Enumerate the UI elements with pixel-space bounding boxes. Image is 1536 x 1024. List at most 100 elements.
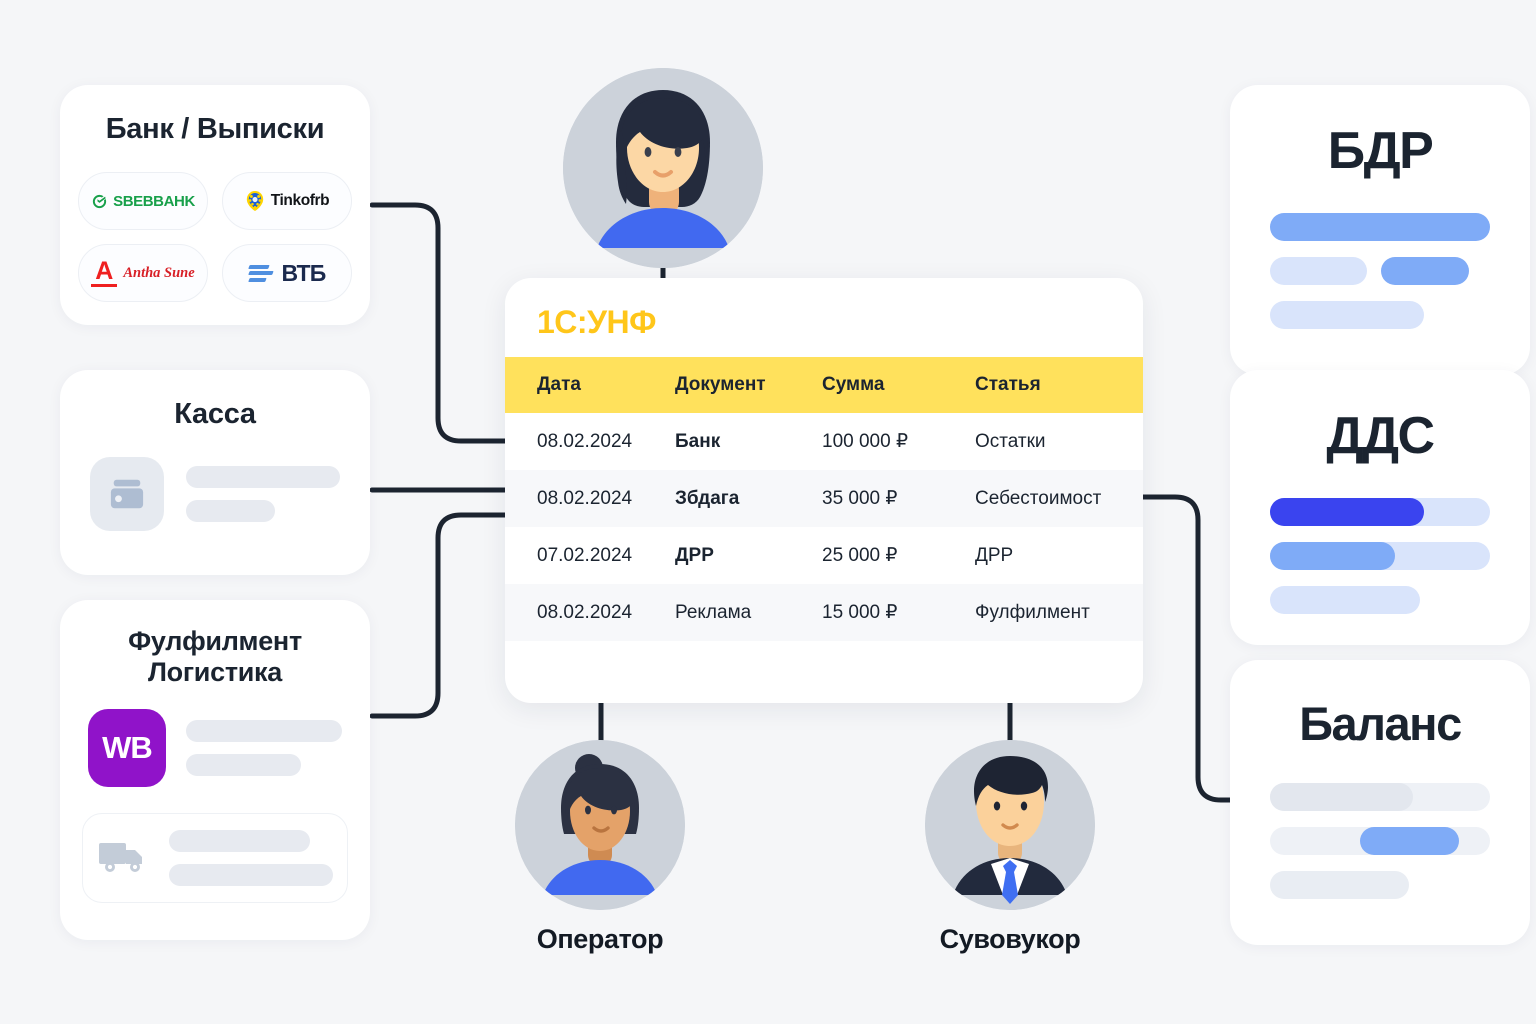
- table-row[interactable]: 08.02.2024 Банк 100 000 ₽ Остатки: [505, 413, 1143, 470]
- placeholder-bar: [186, 500, 276, 522]
- placeholder-bar: [169, 830, 311, 852]
- report-bar: [1270, 257, 1367, 285]
- report-card-balance[interactable]: Баланс: [1230, 660, 1530, 945]
- wildberries-placeholder-list: [186, 720, 342, 776]
- tinkoff-icon: [245, 190, 265, 212]
- fulfilment-card-title: Фулфилмент Логистика: [60, 626, 370, 687]
- woman-long-hair-avatar: [563, 68, 763, 268]
- kassa-content-row: [60, 457, 370, 531]
- bank-logo-grid: SBEBBAHK Tinkofrb: [60, 172, 370, 302]
- source-card-bank: Банк / Выписки SBEBBAHK: [60, 85, 370, 325]
- cell-article: Остатки: [975, 430, 1046, 452]
- report-bar-track: [1270, 498, 1490, 526]
- placeholder-bar: [186, 720, 342, 742]
- report-title-dds: ДДС: [1326, 407, 1435, 465]
- kassa-placeholder-list: [186, 466, 340, 522]
- column-header-amount: Сумма: [822, 374, 885, 395]
- report-title-bdr: БДР: [1327, 122, 1434, 180]
- cell-document: ДРР: [675, 544, 714, 566]
- report-bar: [1270, 213, 1490, 241]
- cell-amount: 100 000 ₽: [822, 431, 909, 452]
- bank-card-title: Банк / Выписки: [105, 113, 325, 145]
- report-bars-bdr: [1230, 213, 1530, 329]
- wildberries-row: WB: [60, 709, 370, 787]
- report-bar-track: [1270, 827, 1490, 855]
- man-suit-avatar: [925, 740, 1095, 910]
- report-bar-track: [1270, 542, 1490, 570]
- avatar-top-person: [563, 68, 763, 268]
- report-bar-pair: [1270, 257, 1490, 285]
- sberbank-logo-chip[interactable]: SBEBBAHK: [78, 172, 208, 230]
- connector-app-to-reports: [1140, 494, 1235, 803]
- cell-document: Збдага: [675, 487, 740, 509]
- alfabank-underline: [91, 284, 118, 287]
- connector-fulfilment-to-app: [369, 512, 508, 719]
- report-bar: [1270, 301, 1424, 329]
- alfabank-logo-chip[interactable]: A Antha Sune: [78, 244, 208, 302]
- report-bars-balance: [1230, 783, 1530, 899]
- table-header-row: Дата Документ Сумма Статья: [505, 357, 1143, 413]
- report-card-bdr[interactable]: БДР: [1230, 85, 1530, 375]
- report-title-balance: Баланс: [1299, 697, 1462, 750]
- source-card-fulfilment: Фулфилмент Логистика WB: [60, 600, 370, 940]
- vtb-icon: [247, 264, 274, 282]
- column-header-date: Дата: [537, 374, 581, 395]
- cell-document: Реклама: [675, 601, 752, 623]
- cell-article: Фулфилмент: [975, 601, 1090, 623]
- column-header-document: Документ: [675, 374, 766, 395]
- tinkoff-logo-chip[interactable]: Tinkofrb: [222, 172, 352, 230]
- report-card-dds[interactable]: ДДС: [1230, 370, 1530, 645]
- cell-amount: 15 000 ₽: [822, 602, 898, 623]
- avatar-operator-label: Оператор: [536, 924, 664, 954]
- table-row[interactable]: 08.02.2024 Реклама 15 000 ₽ Фулфилмент: [505, 584, 1143, 641]
- report-bar-fill: [1270, 783, 1413, 811]
- fulfilment-title-line1: Фулфилмент: [128, 626, 302, 656]
- report-bar: [1270, 871, 1409, 899]
- sberbank-logo-text: SBEBBAHK: [113, 192, 195, 210]
- placeholder-bar: [169, 864, 333, 886]
- report-bar: [1380, 257, 1469, 285]
- cell-article: ДРР: [975, 544, 1014, 566]
- cell-amount: 25 000 ₽: [822, 545, 898, 566]
- connector-bank-to-app: [369, 202, 508, 444]
- report-bar-fill: [1360, 827, 1460, 855]
- report-bar-track: [1270, 783, 1490, 811]
- cell-date: 07.02.2024: [537, 544, 633, 566]
- transactions-table: Дата Документ Сумма Статья 08.02.2024 Ба…: [505, 357, 1143, 641]
- placeholder-bar: [186, 754, 302, 776]
- vtb-logo-text: ВТБ: [281, 259, 327, 286]
- app-window-1c-unf: 1C:УНФ Дата Документ Сумма Статья 08.02.…: [505, 278, 1143, 703]
- report-bar-fill: [1270, 542, 1396, 570]
- app-logo: 1C:УНФ: [537, 304, 656, 340]
- kassa-card-title: Касса: [174, 398, 256, 430]
- column-header-article: Статья: [975, 374, 1041, 395]
- cell-article: Себестоимост: [975, 487, 1102, 509]
- report-bars-dds: [1230, 498, 1530, 614]
- alfabank-icon: A: [95, 256, 114, 285]
- cell-date: 08.02.2024: [537, 430, 633, 452]
- cell-date: 08.02.2024: [537, 601, 633, 623]
- cell-amount: 35 000 ₽: [822, 488, 898, 509]
- wallet-card-icon: [90, 457, 164, 531]
- wildberries-logo[interactable]: WB: [88, 709, 166, 787]
- alfabank-logo-text: Antha Sune: [123, 264, 195, 281]
- table-row[interactable]: 08.02.2024 Збдага 35 000 ₽ Себестоимост: [505, 470, 1143, 527]
- cell-date: 08.02.2024: [537, 487, 633, 509]
- logistics-row: [82, 813, 348, 903]
- tinkoff-logo-text: Tinkofrb: [270, 192, 330, 209]
- woman-bun-avatar: [515, 740, 685, 910]
- logistics-placeholder-list: [169, 830, 333, 886]
- report-bar-fill: [1270, 498, 1424, 526]
- table-row[interactable]: 07.02.2024 ДРР 25 000 ₽ ДРР: [505, 527, 1143, 584]
- source-card-kassa: Касса: [60, 370, 370, 575]
- fulfilment-title-line2: Логистика: [148, 656, 282, 687]
- vtb-logo-chip[interactable]: ВТБ: [222, 244, 352, 302]
- avatar-operator: Оператор: [515, 740, 685, 955]
- sberbank-icon: [91, 193, 108, 210]
- avatar-supervisor-label: Сувовукор: [939, 924, 1081, 954]
- cell-document: Банк: [675, 430, 721, 452]
- report-bar: [1270, 586, 1420, 614]
- placeholder-bar: [186, 466, 340, 488]
- truck-icon: [97, 836, 151, 881]
